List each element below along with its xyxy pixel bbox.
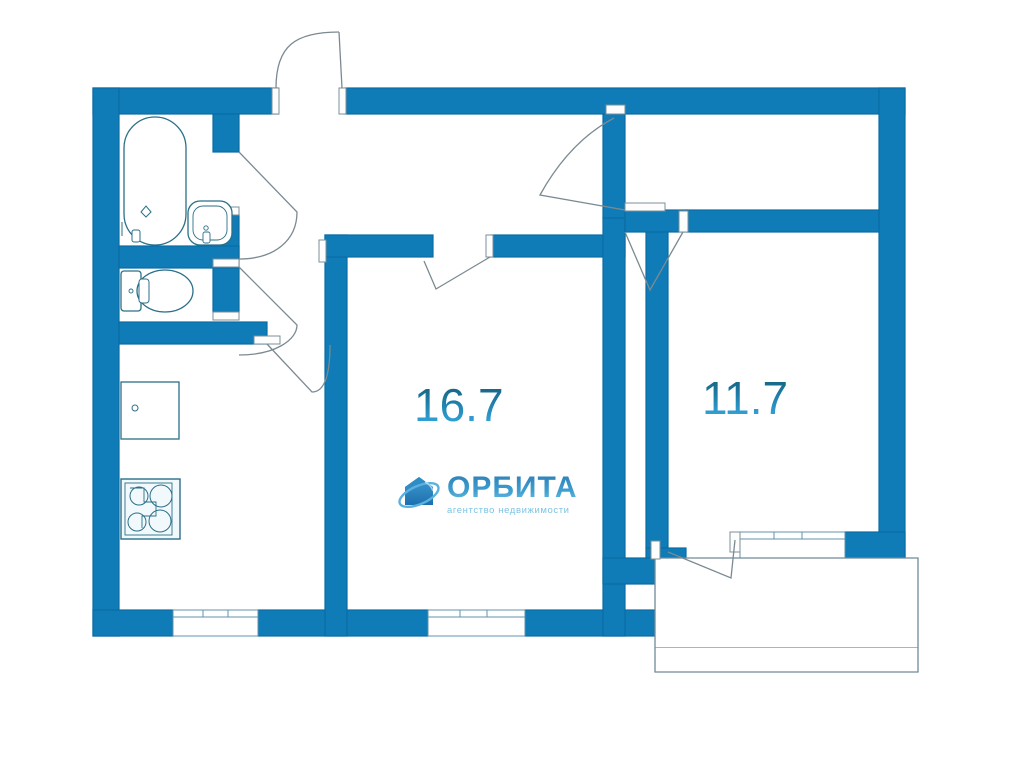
wall-left-outer [92, 87, 120, 637]
jamb-hall-bottom [624, 202, 666, 212]
balcony [654, 557, 919, 673]
room-area-label-bedroom: 11.7 [702, 372, 789, 424]
jamb-balcony-left [650, 540, 661, 560]
living-room-door [423, 256, 491, 290]
wall-hall-bedroom [624, 209, 688, 233]
bathtub [121, 116, 187, 246]
jamb-entrance-right [338, 87, 347, 115]
kitchen-window [172, 609, 259, 637]
jamb-living-left [318, 239, 327, 263]
entrance-door [275, 31, 343, 89]
wall-bath-bottom [118, 245, 240, 269]
wall-right-outer [878, 87, 906, 559]
wall-hall-stub-top [602, 113, 626, 219]
kitchen-door [266, 343, 331, 393]
jamb-wc-b [212, 311, 240, 321]
agency-watermark: ОРБИТА агентство недвижимости [395, 466, 578, 522]
jamb-kitchen [253, 335, 281, 345]
wall-top-left [92, 87, 279, 115]
wc-door [238, 266, 298, 356]
hall-door [538, 117, 626, 211]
kitchen-sink [120, 381, 180, 440]
cooktop-four-burner [120, 478, 181, 540]
toilet [120, 269, 194, 313]
jamb-hall-top [605, 104, 626, 115]
wall-bedroom-left [645, 231, 669, 549]
jamb-living-right [485, 234, 494, 258]
balcony-window [739, 531, 846, 559]
wall-bath-right [212, 113, 240, 153]
wall-bedroom-top [686, 209, 880, 233]
wall-living-top-left [324, 234, 434, 258]
wall-bottom-1 [92, 609, 174, 637]
door-swings-group [238, 31, 736, 579]
wash-basin [187, 200, 233, 246]
bedroom-door [624, 231, 684, 292]
house-orbit-icon [398, 477, 440, 509]
living-room-window [427, 609, 526, 637]
wall-bottom-3 [524, 609, 661, 637]
jamb-bedroom-left [678, 210, 689, 233]
brand-tagline: агентство недвижимости [447, 504, 570, 516]
wall-wc-right [212, 267, 240, 313]
wall-wc-bottom [118, 321, 268, 345]
windows-group [172, 531, 846, 637]
bathroom-door [238, 151, 298, 260]
jamb-entrance-left [271, 87, 280, 115]
room-area-label-living-room: 16.7 [414, 379, 504, 431]
balcony-door [667, 539, 736, 579]
fixtures-group [120, 116, 233, 540]
wall-hall-right [324, 234, 348, 637]
brand-name: ОРБИТА [447, 470, 578, 504]
watermark-text: ОРБИТА агентство недвижимости [447, 470, 578, 516]
walls-group [92, 87, 906, 637]
jamb-wc-a [212, 258, 240, 268]
wall-bedroom-bottom-right [844, 531, 906, 559]
